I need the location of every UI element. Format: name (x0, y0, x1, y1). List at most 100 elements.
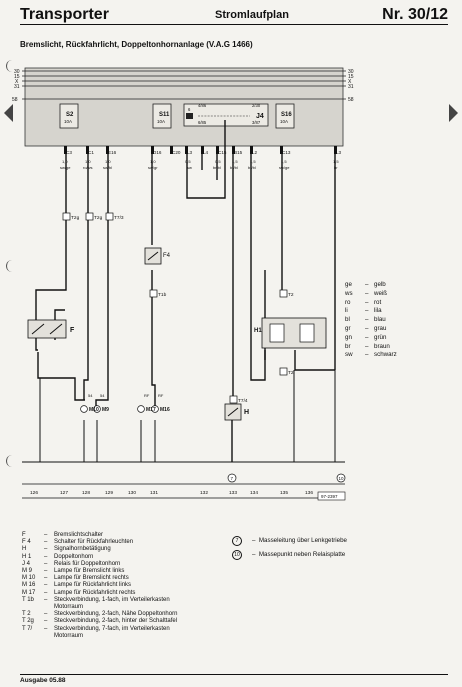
terminal-label: D16 (153, 150, 162, 155)
rail-label-right-side: 58 (348, 97, 354, 103)
grid-number: 134 (250, 490, 258, 496)
connector-t2g (62, 212, 71, 221)
color-name: braun (374, 342, 390, 350)
legend-text: Schalter für Rückfahrleuchten (54, 539, 134, 546)
terminal-label: C15 (218, 150, 227, 155)
relay-coil (186, 113, 193, 119)
lamp-label: M9 (102, 407, 109, 413)
lamp-pin: 54 (88, 393, 93, 398)
diagram-subtitle: Bremslicht, Rückfahrlicht, Doppeltonhorn… (20, 40, 253, 49)
wire-size: 1,5 (250, 159, 256, 164)
legend-code: F 4 (22, 539, 31, 546)
color-legend: ge–gelb ws–weiß ro–rot li–lila bl–blau g… (345, 281, 397, 359)
legend-text: Steckverbindung, 2-fach, Nähe Doppeltonh… (54, 611, 178, 618)
terminal-label: L4 (203, 150, 209, 155)
legend-code: J 4 (22, 560, 31, 567)
previous-page-arrow-icon[interactable] (4, 104, 13, 122)
fuse-amp: 10A (157, 119, 165, 124)
color-code: br (345, 342, 351, 350)
fuse-amp: 10A (64, 119, 72, 124)
ground-mark-7 (227, 473, 237, 483)
color-code: sw (345, 351, 353, 359)
connector-label: T1b (158, 292, 167, 298)
brake-switch-f (27, 319, 67, 339)
legend-code: F (22, 532, 26, 538)
color-name: grün (374, 333, 387, 341)
color-name: blau (374, 316, 386, 324)
legend-text: Motorraum (54, 604, 84, 611)
lamp-label: M17 (146, 407, 156, 413)
wire-color: sw/gr (148, 165, 158, 170)
connector-label: T2g (71, 215, 80, 221)
terminal-stubs (64, 146, 337, 154)
terminal-label: B15 (234, 150, 243, 155)
legend-code (22, 633, 44, 640)
component-f-label: F (70, 327, 75, 334)
page-header: Transporter Stromlaufplan Nr. 30/12 (20, 6, 448, 25)
connector-t74 (229, 395, 238, 404)
legend-code: M 10 (22, 575, 36, 582)
rail-label-left-side: 58 (12, 97, 18, 103)
relay-pin: 6/85 (198, 120, 207, 125)
legend-code: T 2 (22, 611, 31, 618)
component-h-label: H (244, 409, 249, 416)
component-f4-label: F4 (163, 253, 171, 259)
grid-number: 133 (229, 490, 237, 496)
relay-j4 (183, 103, 269, 127)
legend-code: M 16 (22, 582, 36, 589)
lamp-pin: 54 (100, 393, 105, 398)
lamp-pin: RF (158, 393, 164, 398)
color-code: ge (345, 281, 352, 288)
grid-number: 128 (82, 490, 90, 496)
ground-legend-num: 7 (232, 536, 242, 546)
connector-t73 (105, 212, 114, 221)
connector-label: T2g (94, 215, 103, 221)
fuse-s2 (59, 103, 79, 129)
ground-legend-text: Massepunkt neben Relaisplatte (258, 551, 346, 558)
legend-text: Motorraum (54, 632, 84, 639)
terminal-label: L3 (187, 150, 193, 155)
legend-text: Lampe für Rückfahrlicht links (54, 582, 132, 589)
rail-label-right: X (348, 79, 352, 85)
color-code: ro (345, 298, 351, 306)
legend-code: H 1 (22, 553, 32, 560)
lamp-m16 (151, 405, 159, 413)
wire-color: br/bl (230, 165, 238, 170)
lamp-m9 (93, 405, 101, 413)
fuse-label: S2 (66, 112, 74, 118)
power-rails (22, 70, 346, 100)
rail-label-left: 30 (14, 69, 20, 75)
legend-text: Bremslichtschalter (54, 532, 104, 538)
fuse-s11 (152, 103, 172, 129)
connector-label: T2 (288, 292, 294, 298)
legend-text: Signalhornbetätigung (54, 546, 111, 553)
next-page-arrow-icon[interactable] (449, 104, 458, 122)
ground-legend: 7– Masseleitung über Lenkgetriebe 10– Ma… (232, 534, 347, 562)
wire-size: 1,5 (333, 159, 339, 164)
connector-t2 (279, 289, 288, 298)
terminal-label: C3 (66, 150, 72, 155)
fuse-label: S16 (281, 112, 292, 118)
lamp-m17 (137, 405, 145, 413)
legend-text: Relais für Doppeltonhorn (54, 560, 121, 567)
color-code: li (345, 307, 348, 315)
legend-text: Steckverbindung, 7-fach, im Verteilerkas… (54, 625, 170, 632)
terminal-label: C1 (88, 150, 94, 155)
legend-text: Lampe für Bremslicht rechts (54, 575, 129, 582)
relay-label: J4 (256, 113, 264, 120)
wire-size: 1,5 (281, 159, 287, 164)
wire-color: sw/ge (279, 165, 290, 170)
model-title: Transporter (20, 6, 109, 23)
grid-number: 131 (150, 490, 158, 496)
legend-code (22, 604, 44, 611)
legend-text: Lampe für Rückfahrlicht rechts (54, 589, 136, 596)
fuse-amp: 10A (280, 119, 288, 124)
grid-number: 130 (128, 490, 136, 496)
grid-number: 132 (200, 490, 208, 496)
connector-t2g (85, 212, 94, 221)
color-code: bl (345, 316, 350, 324)
wire-color: br/bl (248, 165, 256, 170)
lamp-label: M16 (160, 407, 170, 413)
color-code: gr (345, 324, 351, 332)
color-name: grau (374, 324, 387, 332)
